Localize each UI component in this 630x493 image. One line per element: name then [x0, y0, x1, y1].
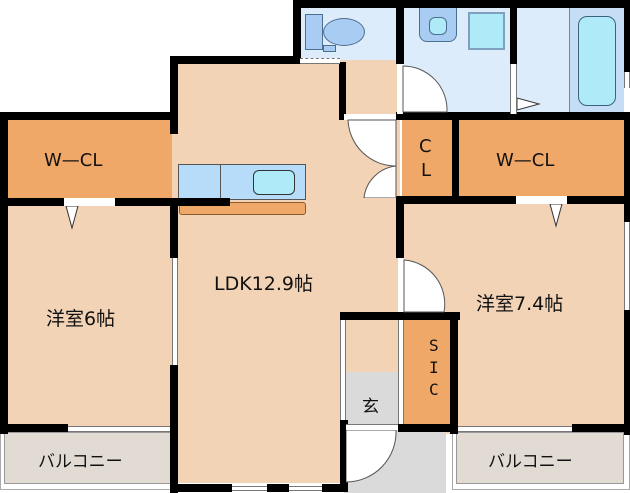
wall — [340, 312, 460, 320]
western-room-left — [4, 202, 172, 434]
walk-in-closet-left — [4, 118, 172, 198]
wall — [340, 420, 348, 492]
wall — [0, 112, 178, 120]
sic-label-c: C — [429, 380, 439, 399]
balcony-right — [456, 432, 624, 484]
door-swing-western-right-icon[interactable] — [398, 258, 446, 316]
sic-label-s: S — [429, 336, 439, 355]
bath-door[interactable] — [510, 64, 517, 114]
wall — [624, 112, 630, 222]
wall — [510, 0, 517, 64]
wall — [398, 424, 458, 432]
bath-door-arrow-icon — [517, 97, 541, 111]
toilet-paper — [323, 45, 336, 52]
wall — [293, 0, 301, 62]
washing-machine — [468, 12, 505, 50]
wall — [0, 112, 8, 434]
window-ldk-bottom-2 — [289, 486, 322, 491]
wall — [624, 310, 630, 435]
wall — [567, 196, 630, 204]
door-swing-ldk-hall-icon[interactable] — [344, 114, 400, 198]
toilet-bowl — [323, 18, 365, 46]
wall — [170, 56, 300, 64]
wall — [293, 0, 630, 8]
western-right-label: 洋室7.4帖 — [476, 293, 564, 315]
closet-cl — [402, 118, 454, 198]
sliding-door-western-left[interactable] — [172, 258, 178, 365]
cl-label-c: C — [419, 136, 432, 157]
wall — [396, 0, 404, 64]
closet-door-arrow-right-icon — [549, 204, 563, 228]
bathtub — [578, 16, 616, 106]
ldk-label: LDK12.9帖 — [214, 273, 313, 295]
wall — [170, 56, 178, 134]
sic-side-panel — [398, 320, 404, 424]
wcl-right-label: W—CL — [496, 150, 555, 171]
kitchen-sink — [253, 170, 295, 195]
wall — [396, 196, 516, 204]
wall — [339, 62, 346, 120]
wall — [0, 424, 68, 432]
window-bathroom — [624, 72, 630, 88]
cl-label-l: L — [421, 160, 432, 181]
closet-door-left[interactable] — [64, 198, 115, 206]
door-swing-entrance-icon[interactable] — [346, 428, 398, 484]
wcl-left-label: W—CL — [44, 150, 103, 171]
sic-label-i: I — [429, 358, 439, 377]
door-swing-washroom-icon[interactable] — [397, 64, 449, 116]
balcony-right-label: バルコニー — [488, 452, 573, 472]
ldk-room — [170, 58, 342, 483]
western-left-label: 洋室6帖 — [46, 308, 116, 330]
wall — [572, 424, 630, 432]
balcony-left — [4, 432, 172, 484]
wall — [0, 198, 64, 206]
window-balcony-right[interactable] — [458, 426, 572, 432]
closet-door-arrow-left-icon — [65, 206, 79, 230]
genkan-label: 玄 — [362, 397, 379, 417]
wall — [170, 484, 232, 492]
wall — [396, 112, 630, 120]
wall — [267, 484, 289, 492]
ldk-room-upper-right — [342, 58, 400, 118]
window-balcony-left[interactable] — [68, 426, 170, 432]
wall — [452, 112, 459, 200]
balcony-left-label: バルコニー — [38, 452, 123, 472]
walk-in-closet-right — [458, 118, 624, 198]
wall — [170, 365, 178, 493]
entrance-step — [346, 424, 398, 430]
wall — [624, 0, 630, 72]
wall — [322, 484, 346, 492]
genkan-entrance — [346, 372, 398, 426]
vanity-basin — [429, 17, 447, 35]
kitchen-divider — [220, 164, 221, 200]
shoe-closet-sic — [404, 318, 450, 426]
wall — [396, 196, 404, 258]
genkan-side-panel — [340, 320, 346, 420]
hall-above-genkan — [346, 318, 398, 372]
wall — [450, 312, 458, 434]
window-western-right — [624, 222, 630, 310]
closet-door-right[interactable] — [516, 196, 567, 204]
toilet-tank — [305, 14, 323, 50]
window-toilet — [300, 58, 340, 64]
window-ldk-bottom-1 — [232, 486, 267, 491]
wall — [170, 198, 178, 258]
